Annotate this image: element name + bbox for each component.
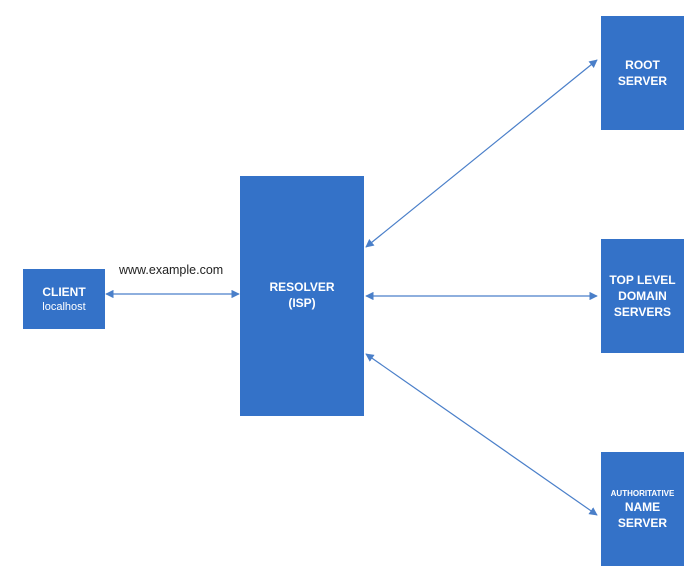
resolver-subtitle: (ISP) xyxy=(288,296,316,310)
client-subtitle: localhost xyxy=(42,301,86,313)
auth-line-2: NAME xyxy=(624,499,661,514)
query-domain-label: www.example.com xyxy=(119,263,224,277)
auth-line-3: SERVER xyxy=(617,515,668,530)
root-line-2: SERVER xyxy=(617,74,668,88)
tld-line-3: SERVERS xyxy=(613,305,672,319)
arrow-resolver-root xyxy=(365,59,598,248)
arrow-resolver-auth xyxy=(365,353,598,516)
auth-line-1: AUTHORITATIVE xyxy=(610,488,675,498)
client-title: CLIENT xyxy=(42,285,86,299)
authoritative-server-node: AUTHORITATIVE NAME SERVER xyxy=(601,452,684,566)
resolver-title: RESOLVER xyxy=(269,280,335,294)
resolver-node: RESOLVER (ISP) xyxy=(240,176,364,416)
root-server-node: ROOT SERVER xyxy=(601,16,684,130)
tld-line-2: DOMAIN xyxy=(618,289,667,303)
client-node: CLIENT localhost xyxy=(23,269,105,329)
tld-servers-node: TOP LEVEL DOMAIN SERVERS xyxy=(601,239,684,353)
root-line-1: ROOT xyxy=(625,58,660,72)
tld-line-1: TOP LEVEL xyxy=(609,273,676,287)
